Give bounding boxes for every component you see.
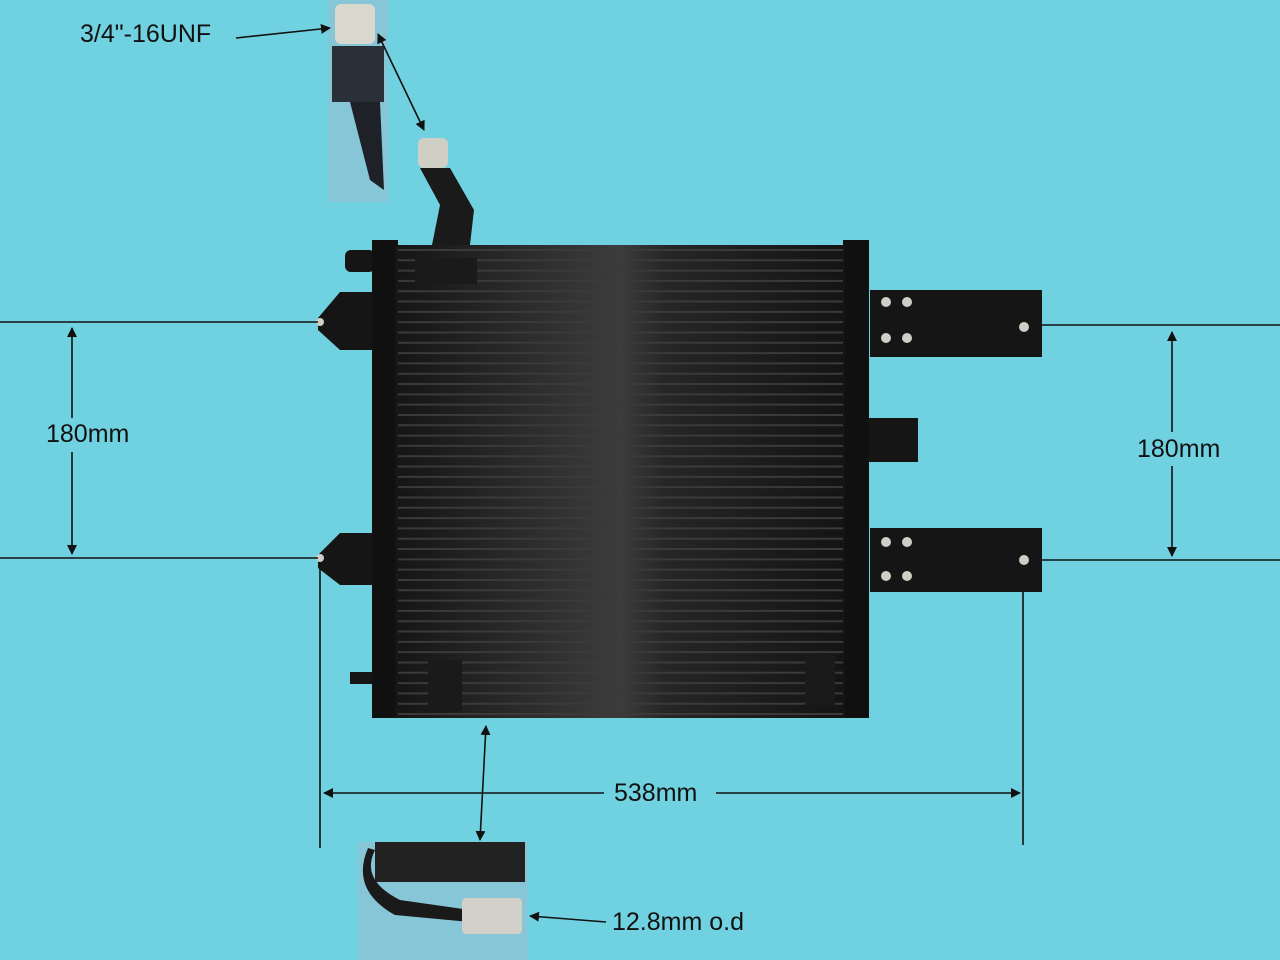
thread-spec-label: 3/4"-16UNF — [80, 20, 212, 48]
pipe-od-label: 12.8mm o.d — [612, 908, 745, 936]
dimension-lines — [0, 23, 1280, 923]
bracket-bolts — [316, 297, 1029, 581]
left-height-label: 180mm — [46, 420, 130, 448]
top-pipe-fitting — [418, 138, 474, 245]
condenser-fins — [398, 249, 843, 715]
width-label: 538mm — [614, 779, 698, 807]
right-height-label: 180mm — [1137, 435, 1221, 463]
mounting-brackets — [318, 250, 1042, 684]
top-fitting-inset — [328, 0, 388, 202]
bottom-fitting-inset — [358, 842, 528, 960]
condenser-core — [372, 240, 869, 718]
